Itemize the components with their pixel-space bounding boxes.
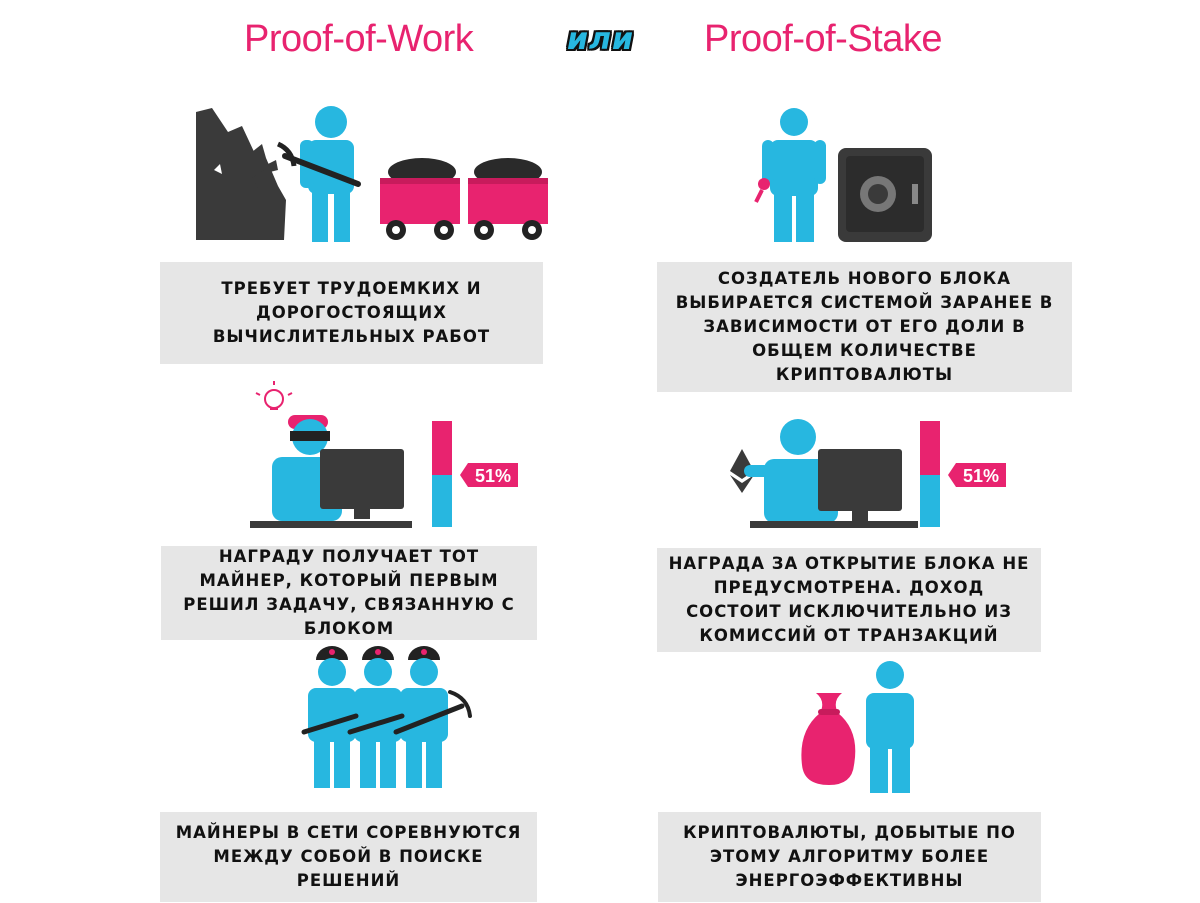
- pos-caption-1: создатель нового блока выбирается систем…: [657, 262, 1072, 392]
- pow-caption-2: награду получает тот майнер, который пер…: [161, 546, 537, 640]
- key-icon: [754, 178, 770, 203]
- pickaxe-icon: [276, 141, 361, 187]
- lightbulb-icon: [255, 381, 293, 410]
- share-bar: [920, 421, 940, 527]
- computer-monitor-icon: [320, 449, 404, 519]
- stakeholder-figure: [762, 108, 826, 242]
- pos-share-label: 51%: [963, 466, 999, 486]
- share-bar: [432, 421, 452, 527]
- pow-caption-3: майнеры в сети соревнуются между собой в…: [160, 812, 537, 902]
- pow-mining-illustration: [196, 106, 548, 242]
- holder-figure: [866, 661, 914, 793]
- miner-figure: [400, 646, 448, 788]
- share-badge: [948, 463, 1006, 487]
- ore-cart-icon: [468, 158, 548, 240]
- pow-caption-1: требует трудоемких и дорогостоящих вычис…: [160, 262, 543, 364]
- share-badge: [460, 463, 518, 487]
- pow-51-illustration: 51%: [250, 381, 518, 528]
- pickaxe-icon: [301, 690, 472, 735]
- money-bag-icon: [801, 693, 856, 785]
- desk: [250, 521, 412, 528]
- computer-monitor-icon: [818, 449, 902, 521]
- pos-moneybag-illustration: [801, 661, 914, 793]
- pos-safe-illustration: [754, 108, 932, 242]
- pow-miners-group-illustration: [301, 646, 472, 788]
- pow-share-label: 51%: [475, 466, 511, 486]
- pos-51-illustration: 51%: [730, 419, 1006, 528]
- pos-title: Proof-of-Stake: [704, 18, 943, 60]
- or-label: или: [567, 22, 635, 57]
- ore-cart-icon: [380, 158, 460, 240]
- pos-caption-2: награда за открытие блока не предусмотре…: [657, 548, 1041, 652]
- desk: [750, 521, 918, 528]
- pow-title: Proof-of-Work: [244, 18, 474, 60]
- pos-caption-3: криптовалюты, добытые по этому алгоритму…: [658, 812, 1041, 902]
- rock-icon: [196, 108, 286, 240]
- safe-icon: [838, 148, 932, 242]
